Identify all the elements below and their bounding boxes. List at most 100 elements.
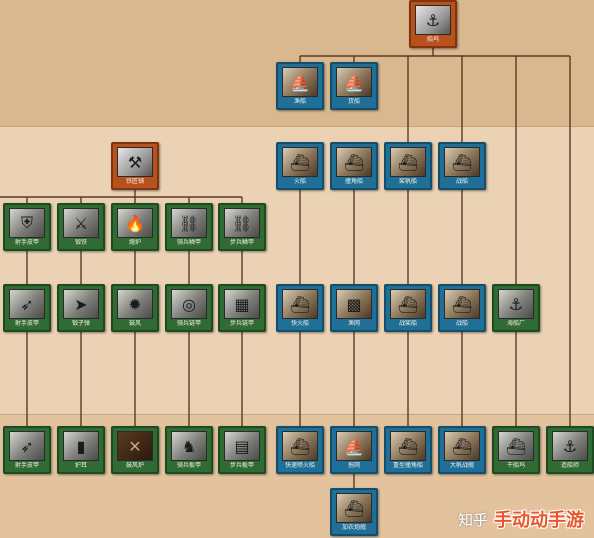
fishing-boat-icon: ⛵ xyxy=(282,67,318,97)
tech-node-blacksmith[interactable]: ⚒ 铁匠铺 xyxy=(111,142,159,190)
iron-casting-icon: 🔥 xyxy=(117,208,153,238)
tech-node-chain-mail[interactable]: ▦ 步兵链甲 xyxy=(218,284,266,332)
tech-node-bracer[interactable]: ▮ 护耳 xyxy=(57,426,105,474)
tech-node-fast-fire-ship[interactable]: ⛴ 快火船 xyxy=(276,284,324,332)
tech-node-fishing-boat[interactable]: ⛵ 渔船 xyxy=(276,62,324,110)
tech-node-label: 船坞 xyxy=(426,36,439,43)
tech-node-trawl-net[interactable]: ⛵ 拖网 xyxy=(330,426,378,474)
tech-node-forging[interactable]: ⚔ 锻铁 xyxy=(57,203,105,251)
war-galley-icon: ⛴ xyxy=(390,289,426,319)
tech-node-label: 渔网 xyxy=(347,320,360,327)
tech-node-label: 鼓风炉 xyxy=(125,462,144,469)
tech-node-label: 射手皮甲 xyxy=(14,239,39,246)
tech-node-cargo-ship[interactable]: ⛵ 货船 xyxy=(330,62,378,110)
trawl-net-icon: ⛵ xyxy=(336,431,372,461)
war-galley-icon: ⛴ xyxy=(444,147,480,177)
tech-node-label: 步兵鳞甲 xyxy=(229,239,254,246)
plate-mail-icon: ▤ xyxy=(224,431,260,461)
tech-node-label: 桨帆船 xyxy=(398,178,417,185)
chain-mail-icon: ▦ xyxy=(224,289,260,319)
tech-node-label: 货船 xyxy=(347,98,360,105)
tech-node-label: 护耳 xyxy=(74,462,87,469)
fire-ship-icon: ⛴ xyxy=(282,147,318,177)
tech-node-label: 火船 xyxy=(293,178,306,185)
tech-node-plate-mail[interactable]: ▤ 步兵板甲 xyxy=(218,426,266,474)
tech-node-scale-barding[interactable]: ⛓ 骑兵鳞甲 xyxy=(165,203,213,251)
tech-node-blast-furnace[interactable]: ✹ 鼓风 xyxy=(111,284,159,332)
tech-node-label: 鼓风 xyxy=(128,320,141,327)
galley-icon: ⛴ xyxy=(390,147,426,177)
galleon-icon: ⛴ xyxy=(444,431,480,461)
tech-node-fire-ship[interactable]: ⛴ 火船 xyxy=(276,142,324,190)
tech-node-ring-archer-armor[interactable]: ➶ 射手皮甲 xyxy=(3,426,51,474)
tech-node-label: 战桨船 xyxy=(398,320,417,327)
tech-node-cannon-galleon[interactable]: ⛴ 加农炮舰 xyxy=(330,488,378,536)
tech-node-label: 骑兵链甲 xyxy=(176,320,201,327)
tech-node-scale-mail[interactable]: ⛓ 步兵鳞甲 xyxy=(218,203,266,251)
tech-node-label: 步兵链甲 xyxy=(229,320,254,327)
fishing-net-icon: ▩ xyxy=(336,289,372,319)
anchor-icon: ⚓ xyxy=(415,5,451,35)
tech-node-label: 快火船 xyxy=(290,320,309,327)
tech-node-war-galley-upgrade[interactable]: ⛴ 战桨船 xyxy=(384,284,432,332)
shipyard-icon: ⚓ xyxy=(498,289,534,319)
tech-node-dock[interactable]: ⚓ 船坞 xyxy=(409,0,457,48)
warship-icon: ⛴ xyxy=(444,289,480,319)
tech-node-label: 重型撞角船 xyxy=(392,462,423,469)
fast-fire-ship-icon: ⛴ xyxy=(282,289,318,319)
ring-archer-armor-icon: ➶ xyxy=(9,431,45,461)
watermark-zhihu: 知乎 xyxy=(458,510,489,529)
crossed-swords-icon: ✕ xyxy=(117,431,153,461)
fire-ship-icon: ⛴ xyxy=(282,431,318,461)
chain-barding-icon: ◎ xyxy=(171,289,207,319)
tech-node-label: 战船 xyxy=(455,178,468,185)
tech-node-war-galley[interactable]: ⛴ 战船 xyxy=(438,142,486,190)
heavy-ram-ship-icon: ⛴ xyxy=(390,431,426,461)
tech-node-iron-casting[interactable]: 🔥 熔炉 xyxy=(111,203,159,251)
tech-node-ram-ship[interactable]: ⛴ 撞角船 xyxy=(330,142,378,190)
tech-node-padded-armor[interactable]: ➶ 射手皮甲 xyxy=(3,284,51,332)
tech-node-chain-barding[interactable]: ◎ 骑兵链甲 xyxy=(165,284,213,332)
tech-node-fishing-net[interactable]: ▩ 渔网 xyxy=(330,284,378,332)
tech-node-label: 加农炮舰 xyxy=(341,524,366,531)
tech-node-label: 拖网 xyxy=(347,462,360,469)
tech-node-label: 骑兵鳞甲 xyxy=(176,239,201,246)
tech-node-label: 造船师 xyxy=(560,462,579,469)
tech-node-fletching[interactable]: ➤ 锻子弹 xyxy=(57,284,105,332)
tech-node-label: 战船 xyxy=(455,320,468,327)
tech-node-crossed-swords[interactable]: ✕ 鼓风炉 xyxy=(111,426,159,474)
tech-node-galleon[interactable]: ⛴ 大帆战舰 xyxy=(438,426,486,474)
cannon-galleon-icon: ⛴ xyxy=(336,493,372,523)
tech-node-leather-armor[interactable]: ⛨ 射手皮甲 xyxy=(3,203,51,251)
cargo-ship-icon: ⛵ xyxy=(336,67,372,97)
tech-node-plate-barding[interactable]: ♞ 骑兵板甲 xyxy=(165,426,213,474)
band-divider xyxy=(0,414,594,415)
tech-node-label: 步兵板甲 xyxy=(229,462,254,469)
padded-armor-icon: ➶ xyxy=(9,289,45,319)
tech-node-label: 快速喷火船 xyxy=(284,462,315,469)
leather-armor-icon: ⛨ xyxy=(9,208,45,238)
tech-node-fast-fire-ship-upgrade[interactable]: ⛴ 快速喷火船 xyxy=(276,426,324,474)
tech-node-dry-dock[interactable]: ⛴ 干船坞 xyxy=(492,426,540,474)
bracer-icon: ▮ xyxy=(63,431,99,461)
tech-node-warship[interactable]: ⛴ 战船 xyxy=(438,284,486,332)
anvil-icon: ⚒ xyxy=(117,147,153,177)
tech-node-label: 铁匠铺 xyxy=(125,178,144,185)
tech-node-shipwright[interactable]: ⚓ 造船师 xyxy=(546,426,594,474)
blast-furnace-icon: ✹ xyxy=(117,289,153,319)
tech-node-label: 锻铁 xyxy=(74,239,87,246)
tech-node-label: 大帆战舰 xyxy=(449,462,474,469)
plate-barding-icon: ♞ xyxy=(171,431,207,461)
tech-node-label: 渔船 xyxy=(293,98,306,105)
tech-node-galley[interactable]: ⛴ 桨帆船 xyxy=(384,142,432,190)
tech-node-shipyard[interactable]: ⚓ 海船厂 xyxy=(492,284,540,332)
tech-node-heavy-ram-ship[interactable]: ⛴ 重型撞角船 xyxy=(384,426,432,474)
dry-dock-icon: ⛴ xyxy=(498,431,534,461)
watermark: 知乎 手动动手游 xyxy=(458,504,594,534)
tech-node-label: 熔炉 xyxy=(128,239,141,246)
scale-mail-icon: ⛓ xyxy=(224,208,260,238)
forging-icon: ⚔ xyxy=(63,208,99,238)
tech-node-label: 撞角船 xyxy=(344,178,363,185)
tech-node-label: 射手皮甲 xyxy=(14,462,39,469)
band-divider xyxy=(0,126,594,127)
